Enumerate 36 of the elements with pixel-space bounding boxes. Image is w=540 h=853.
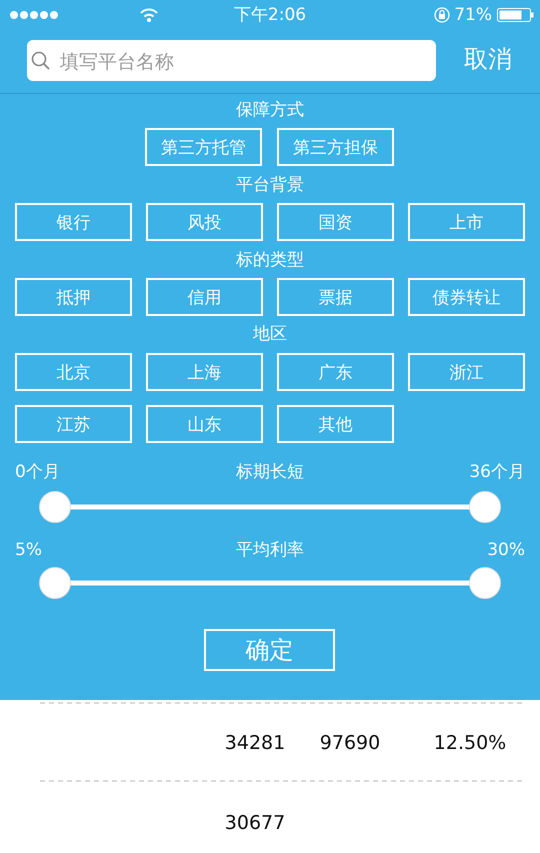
search-field: 填写平台名称 bbox=[27, 40, 436, 81]
table-cell: 97690 bbox=[320, 734, 380, 753]
filter-button: 银行 bbox=[15, 203, 132, 241]
range-max-label: 36个月 bbox=[469, 464, 525, 481]
section-heading: 平台背景 bbox=[236, 177, 304, 194]
table-cell: 12.50% bbox=[434, 734, 506, 753]
confirm-button: 确定 bbox=[204, 629, 335, 671]
filter-button: 山东 bbox=[146, 405, 263, 443]
section-heading: 标的类型 bbox=[236, 252, 304, 269]
filter-button: 北京 bbox=[15, 353, 132, 391]
slider-title: 标期长短 bbox=[236, 464, 304, 481]
range-min-label: 5% bbox=[15, 542, 42, 559]
filter-button: 信用 bbox=[146, 278, 263, 316]
filter-button: 第三方托管 bbox=[145, 128, 262, 166]
section-heading: 地区 bbox=[253, 326, 287, 343]
slider-title: 平均利率 bbox=[236, 542, 304, 559]
filter-button: 国资 bbox=[277, 203, 394, 241]
clock-text: 下午2:06 bbox=[234, 7, 306, 24]
range-min-label: 0个月 bbox=[15, 464, 60, 481]
cancel-link: 取消 bbox=[464, 47, 512, 71]
filter-button: 票据 bbox=[277, 278, 394, 316]
filter-button: 广东 bbox=[277, 353, 394, 391]
filter-button: 浙江 bbox=[408, 353, 525, 391]
filter-button: 风投 bbox=[146, 203, 263, 241]
filter-button: 上市 bbox=[408, 203, 525, 241]
table-cell: 34281 bbox=[224, 734, 286, 753]
filter-button: 抵押 bbox=[15, 278, 132, 316]
range-max-label: 30% bbox=[487, 542, 525, 559]
filter-button: 第三方担保 bbox=[277, 128, 394, 166]
filter-button: 上海 bbox=[146, 353, 263, 391]
section-heading: 保障方式 bbox=[236, 102, 304, 119]
filter-button: 其他 bbox=[277, 405, 394, 443]
battery-percent: 71% bbox=[454, 7, 492, 24]
filter-button: 江苏 bbox=[15, 405, 132, 443]
filter-button: 债券转让 bbox=[408, 278, 525, 316]
table-cell: 30677 bbox=[224, 814, 286, 833]
